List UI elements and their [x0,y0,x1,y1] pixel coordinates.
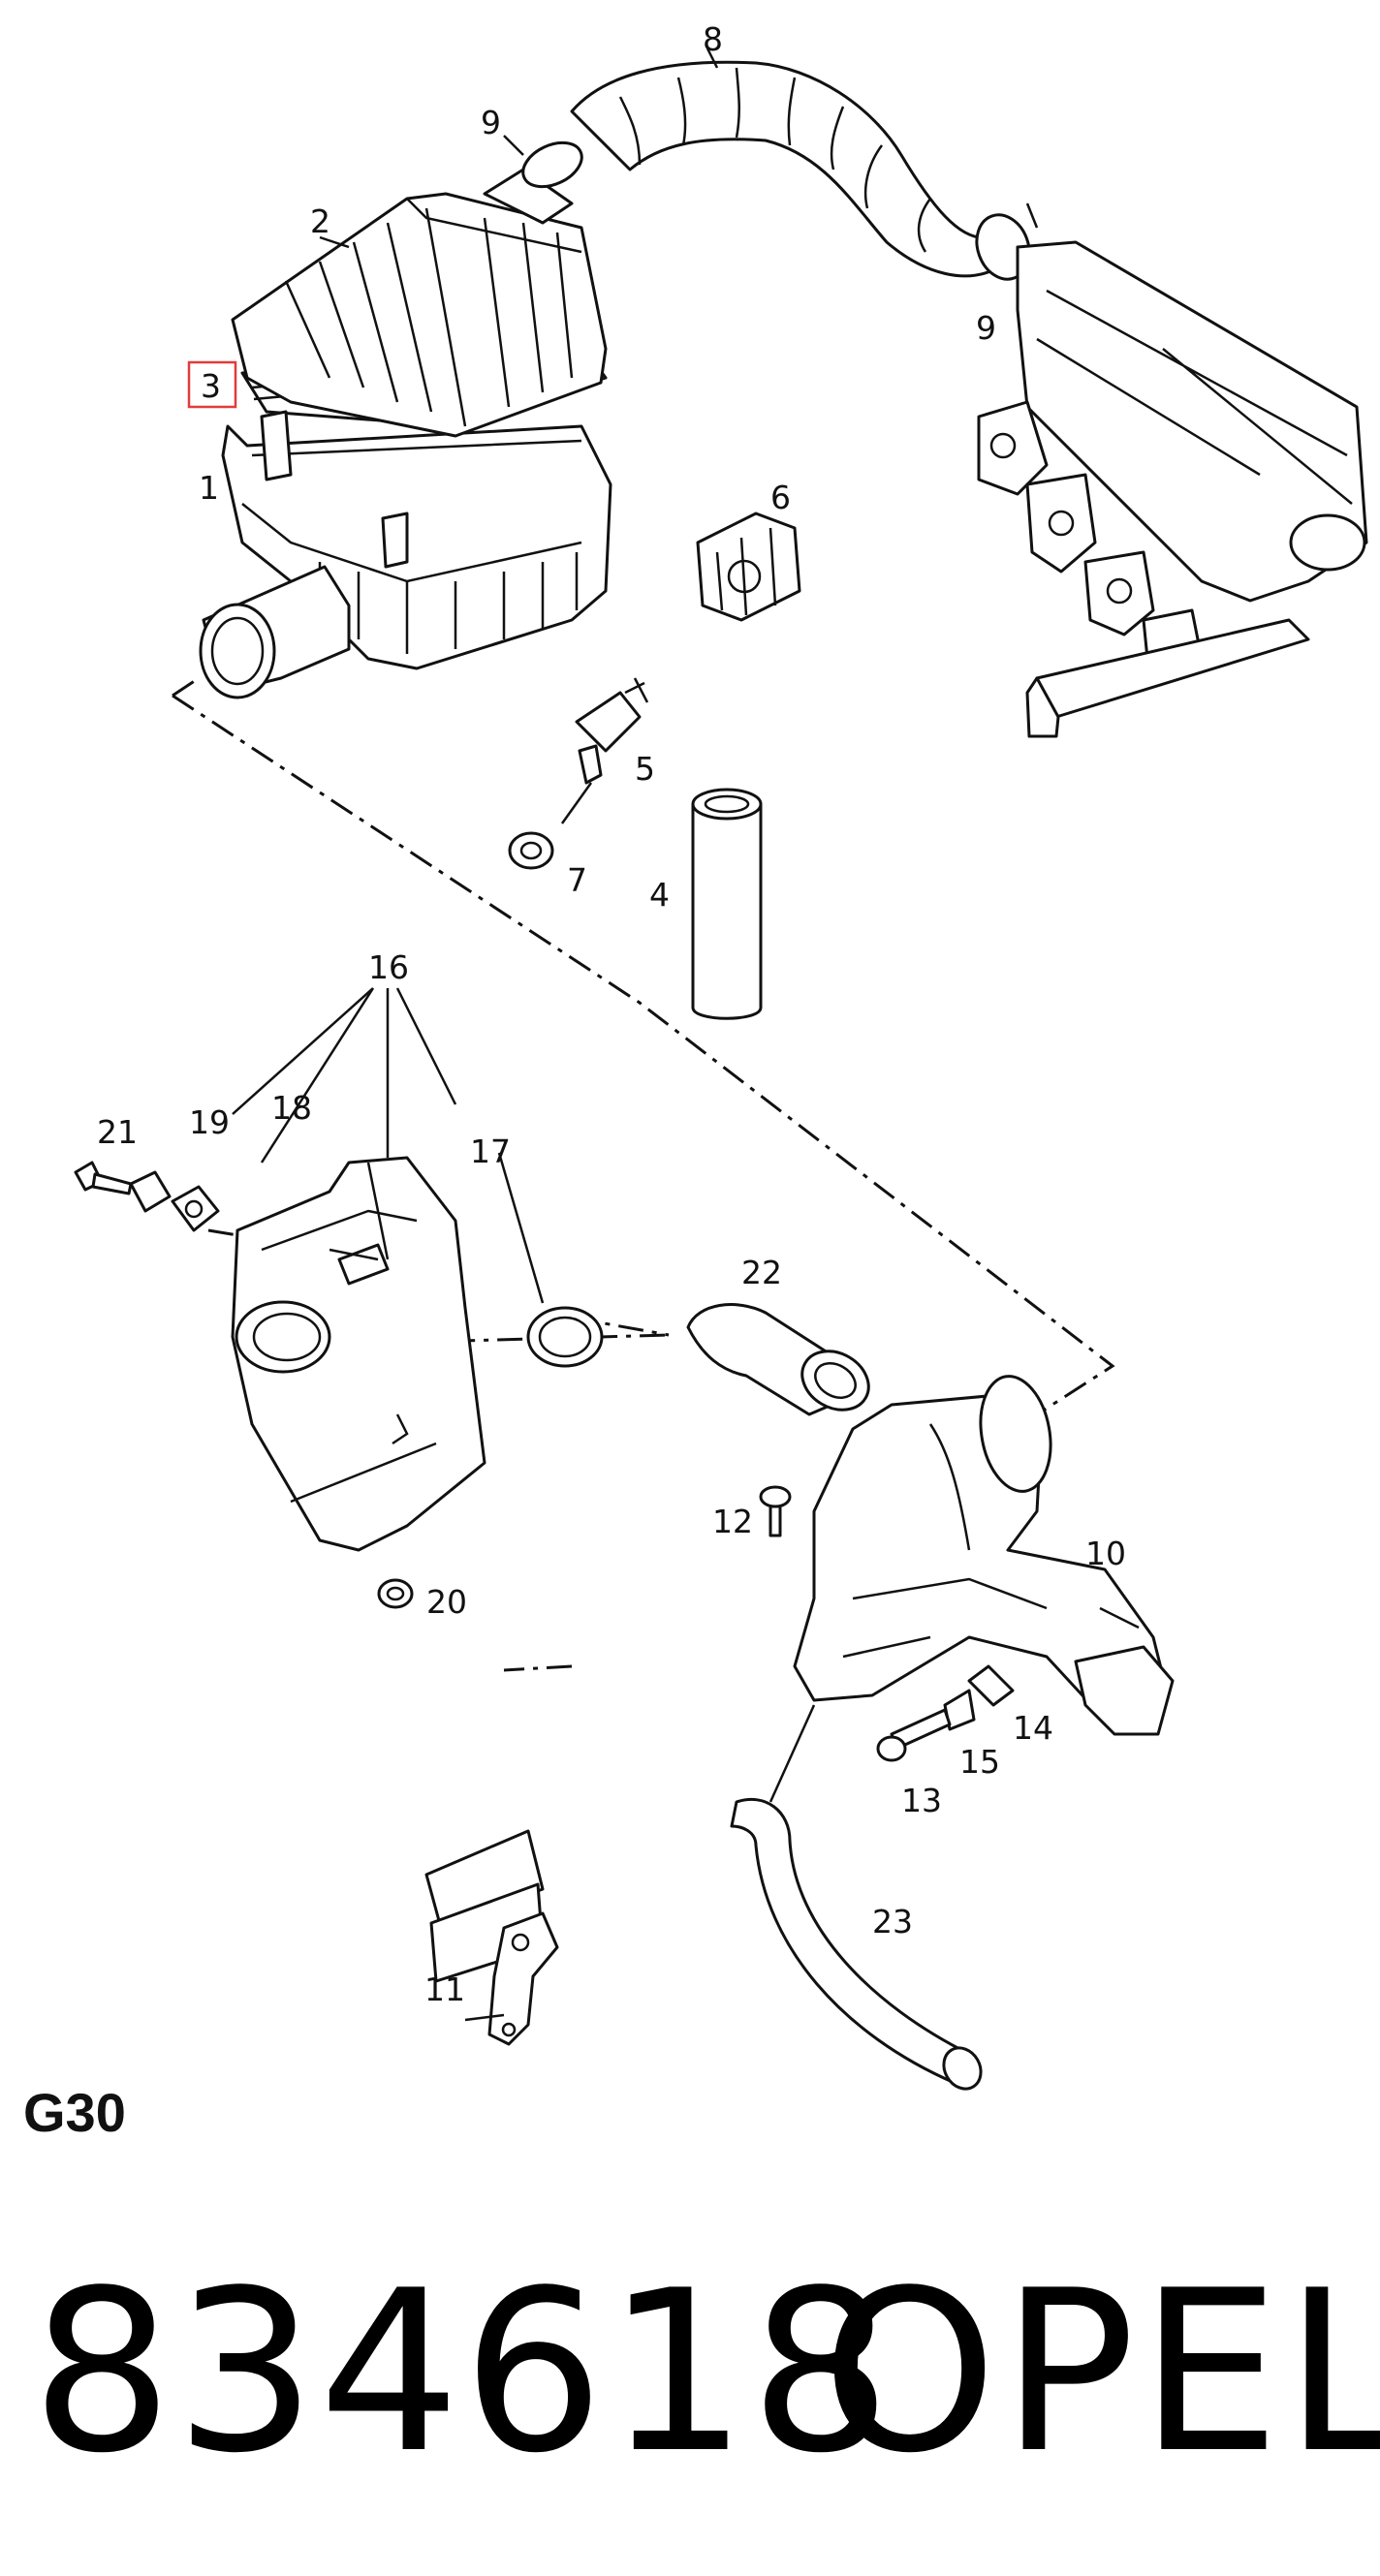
callout-12: 12 [712,1503,753,1540]
callout-17: 17 [470,1133,511,1170]
callout-9b: 9 [976,309,996,347]
callout-4: 4 [649,876,670,914]
callout-6: 6 [770,479,791,516]
callout-13: 13 [901,1782,942,1819]
callout-16: 16 [368,948,409,986]
callout-18: 18 [271,1089,312,1127]
callout-11: 11 [424,1971,465,2008]
callout-16-leaders [232,987,457,1164]
callout-3: 3 [201,367,221,405]
callout-1: 1 [199,469,219,507]
group-code: G30 [23,2082,126,2143]
callout-7: 7 [567,861,587,899]
intake-pipe-housing [793,1375,1175,1736]
callout-5: 5 [635,750,655,788]
seal-ring [497,1152,604,1368]
callouts: 1 2 3 4 5 6 7 8 9 9 10 11 12 13 14 15 16… [97,20,1126,2008]
callout-15: 15 [959,1743,1000,1781]
temperature-sensor [560,677,649,824]
resonator-box [231,1156,486,1552]
callout-8: 8 [703,20,723,58]
callout-21: 21 [97,1113,138,1151]
bolt-set [876,1664,1015,1762]
drain-hose [730,1704,983,2091]
screw-12 [759,1485,792,1537]
highlight-box-callout-3 [187,360,237,409]
air-cleaner-housing [199,168,612,699]
callout-9a: 9 [481,104,501,141]
intake-duct [503,60,1039,281]
mounting-bracket [424,1829,559,2046]
callout-2: 2 [310,202,330,240]
callout-23: 23 [872,1903,913,1940]
callout-leaders [319,47,1140,2022]
callout-22: 22 [741,1254,782,1291]
part-number: 834618 [31,2244,894,2502]
callout-14: 14 [1013,1709,1053,1747]
elbow-hose [686,1303,870,1416]
brand-name: OPEL [822,2244,1380,2502]
callout-10: 10 [1085,1535,1126,1572]
callout-20: 20 [426,1583,467,1621]
intake-manifold [977,240,1368,738]
mounting-hardware-left [74,1161,220,1232]
breather-hose [691,788,763,1020]
rubber-mount [696,512,801,622]
grommet-nut [508,831,554,870]
callout-19: 19 [189,1103,230,1141]
nut-20 [377,1578,414,1609]
